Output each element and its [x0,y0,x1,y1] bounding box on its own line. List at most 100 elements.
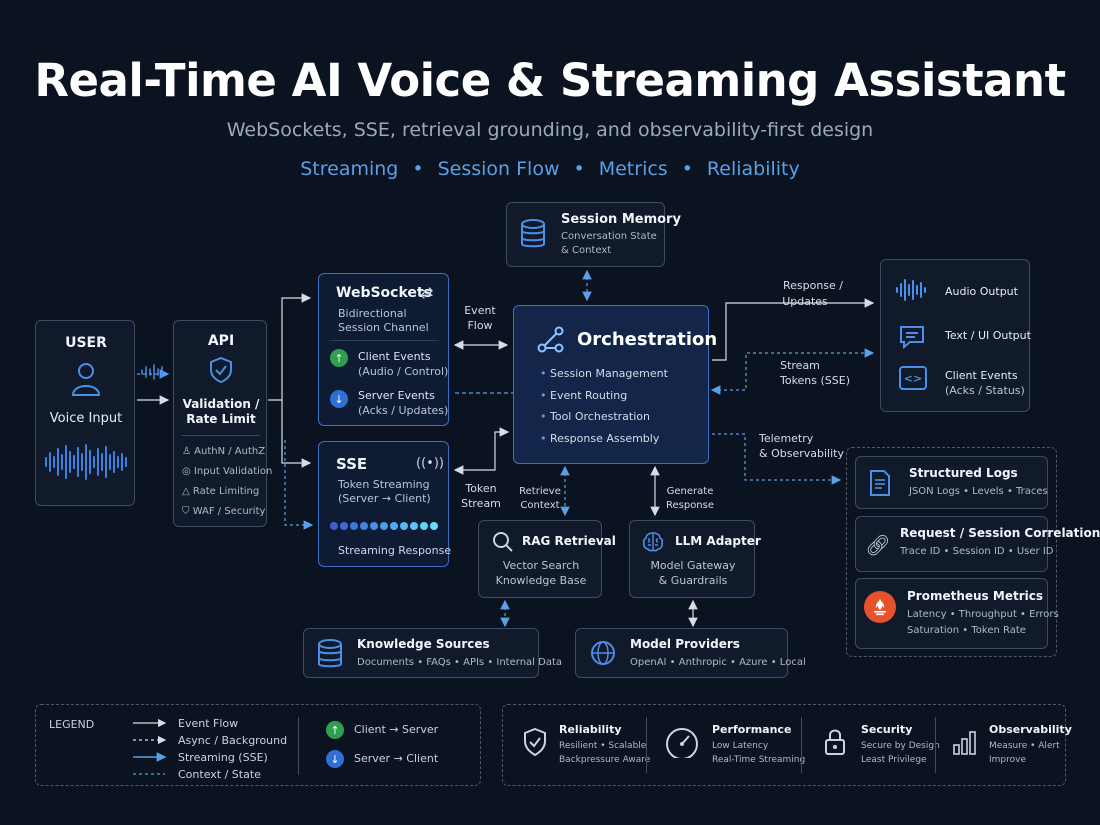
llm-sub: & Guardrails [658,574,728,587]
check-circle-icon: ◎ [182,466,194,477]
divider [329,340,439,341]
rag-sub: Knowledge Base [495,574,587,587]
model-providers-sub: OpenAI • Anthropic • Azure • Local [630,657,806,668]
mini-waveform-icon [140,364,166,380]
pillar-security-title: Security [861,723,913,736]
tag-streaming: Streaming [300,158,399,180]
tag-row: Streaming•Session Flow•Metrics•Reliabili… [0,158,1100,180]
llm-title: LLM Adapter [675,534,761,548]
prometheus-icon [864,591,896,623]
api-item-validation: ◎ Input Validation [182,466,272,477]
legend-title: LEGEND [49,718,95,731]
knowledge-sources-title: Knowledge Sources [357,637,490,651]
chat-bubble-icon [897,323,927,351]
outputs-box: Audio Output Text / UI Output <> Client … [880,259,1031,412]
document-icon [868,469,892,497]
pillar-reliability-sub: Resilient • Scalable [559,741,647,751]
tag-reliability: Reliability [706,158,800,180]
session-memory-box: Session Memory Conversation State & Cont… [506,202,681,267]
pillar-performance-sub: Low Latency [712,741,769,751]
correlation-card: 🔗︎ Request / Session Correlation Trace I… [855,516,1100,572]
edge-label-stream-tokens: Tokens (SSE) [779,374,851,387]
arrow-down-icon: ↓ [330,390,348,408]
code-brackets-icon: <> [899,366,927,390]
websockets-title: WebSockets [336,285,432,301]
client-events-output-label: Client Events [945,369,1018,382]
prometheus-sub: Latency • Throughput • Errors [907,609,1059,620]
divider [182,435,260,436]
edge-label-response: Updates [782,295,828,308]
orchestration-title: Orchestration [577,329,718,350]
text-output-label: Text / UI Output [945,329,1031,342]
edge-label-generate: Generate [666,486,714,497]
legend-item: Context / State [178,768,261,781]
legend-server-client: Server → Client [354,752,439,765]
prometheus-title: Prometheus Metrics [907,589,1043,603]
sse-subtitle: Token Streaming [338,478,430,491]
legend-box: LEGEND Event Flow Async / Background Str… [35,704,481,786]
edge-label-generate: Response [665,500,715,511]
knowledge-sources-sub: Documents • FAQs • APIs • Internal Data [357,657,562,668]
user-small-icon: ♙ [182,446,195,457]
user-title: USER [65,335,107,351]
database-icon [519,217,547,251]
server-events-label: Server Events [358,389,435,402]
llm-sub: Model Gateway [650,559,736,572]
legend-client-server: Client → Server [354,723,439,736]
edge-label-event-flow: Flow [467,319,493,332]
pillar-security-sub: Least Privilege [861,755,927,765]
warning-icon: △ [182,486,193,497]
structured-logs-sub: JSON Logs • Levels • Traces [909,486,1048,497]
client-events-sub: (Audio / Control) [358,365,449,378]
structured-logs-title: Structured Logs [909,466,1018,480]
link-icon: 🔗︎ [865,533,891,557]
session-memory-title: Session Memory [561,212,681,227]
tag-session-flow: Session Flow [437,158,560,180]
legend-item: Async / Background [178,734,288,747]
edge-label-event-flow: Event [464,304,496,317]
client-events-output-sub: (Acks / Status) [945,384,1025,397]
api-item-label: WAF / Security [192,506,266,517]
api-subtitle: Validation / Rate Limit [182,397,260,426]
graph-nodes-icon [537,326,565,354]
websockets-subtitle: Session Channel [338,321,429,334]
swap-arrows-icon: ⇄ [420,283,434,302]
sse-footer: Streaming Response [338,544,452,557]
bar-chart-icon [951,727,979,757]
edge-label-response: Response / [782,279,844,292]
sse-box: SSE ((•)) Token Streaming (Server → Clie… [318,441,452,567]
structured-logs-card: Structured Logs JSON Logs • Levels • Tra… [855,456,1048,509]
orchestration-item: • Event Routing [540,389,628,402]
arrow-up-icon: ↑ [330,349,348,367]
legend-item: Streaming (SSE) [178,751,268,764]
user-icon [70,359,102,399]
orchestration-item: • Response Assembly [540,432,660,445]
sse-subtitle: (Server → Client) [338,492,431,505]
pillar-observability-sub: Improve [989,755,1027,765]
llm-box: LLM Adapter Model Gateway & Guardrails [629,520,761,598]
prometheus-sub: Saturation • Token Rate [907,625,1026,636]
shield-check-icon [521,725,549,759]
waveform-icon [44,443,130,481]
pillars-box: Reliability Resilient • Scalable Backpre… [502,704,1072,786]
audio-output-label: Audio Output [945,285,1018,298]
arrow-down-icon: ↓ [326,750,344,768]
rag-box: RAG Retrieval Vector Search Knowledge Ba… [478,520,616,598]
globe-icon [589,639,617,667]
arrow-up-icon: ↑ [326,721,344,739]
rag-sub: Vector Search [502,559,580,572]
edge-label-token-stream: Token [465,482,497,495]
pillar-performance-title: Performance [712,723,792,736]
model-providers-box: Model Providers OpenAI • Anthropic • Azu… [575,628,806,678]
pillar-reliability-title: Reliability [559,723,622,736]
shield-small-icon: ⛉ [182,506,193,517]
gauge-icon [663,725,701,759]
brain-icon [640,529,666,555]
edge-label-telemetry: & Observability [759,447,844,460]
orchestration-box: Orchestration • Session Management • Eve… [513,305,717,464]
model-providers-title: Model Providers [630,637,740,651]
pillar-observability-title: Observability [989,723,1072,736]
edge-label-retrieve: Context [520,500,560,511]
page-subtitle: WebSockets, SSE, retrieval grounding, an… [226,119,874,141]
divider [801,717,802,773]
